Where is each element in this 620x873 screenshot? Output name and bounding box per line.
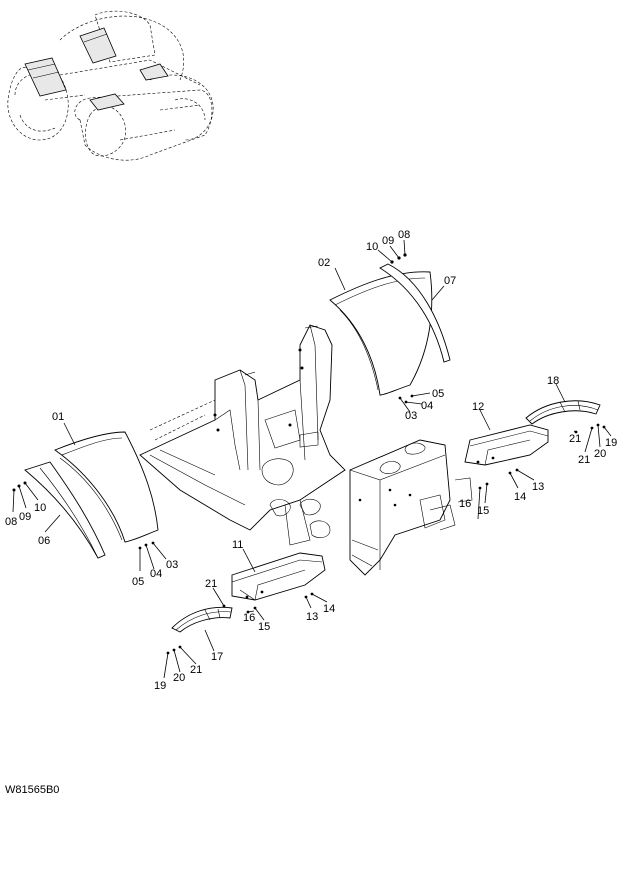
label-08-top: 08 [398,229,410,241]
label-21-guard18-a: 21 [569,433,581,445]
label-21-step11: 21 [205,578,217,590]
label-07: 07 [444,275,456,287]
label-16-step12: 16 [459,498,471,510]
step-11 [231,552,326,601]
label-09-top: 09 [382,235,394,247]
label-21-guard17: 21 [190,664,202,676]
label-15-step11: 15 [258,621,270,633]
label-11: 11 [232,539,243,551]
part-labels: 01 02 07 11 12 17 18 10 09 08 05 04 03 0… [5,229,617,692]
label-13-step12: 13 [532,481,544,493]
label-13-step11: 13 [306,611,318,623]
fender-02 [329,271,433,396]
label-19-guard18: 19 [605,437,617,449]
label-05-left: 05 [132,576,144,588]
guard-18 [525,400,601,425]
step-12 [464,424,549,466]
label-14-step11: 14 [323,603,335,615]
label-14-step12: 14 [514,491,526,503]
label-17: 17 [211,651,223,663]
label-04-left: 04 [150,568,162,580]
label-19-guard17: 19 [154,680,166,692]
label-20-guard17: 20 [173,672,185,684]
label-09-left: 09 [19,511,31,523]
label-15-step12: 15 [477,505,489,517]
label-06: 06 [38,535,50,547]
drawing-code: W81565B0 [5,784,59,796]
overview-thumbnail [7,10,214,161]
label-03-left: 03 [166,559,178,571]
guard-17 [171,606,233,633]
fender-01 [54,431,159,543]
label-12: 12 [472,401,484,413]
chassis-frame [139,324,346,546]
label-03-top: 03 [405,410,417,422]
label-04-top: 04 [421,400,433,412]
label-21-guard18-b: 21 [578,454,590,466]
leader-lines [12,239,612,679]
rear-frame [349,439,473,576]
label-10-left: 10 [34,502,46,514]
flap-07 [379,263,451,363]
flap-06 [24,461,106,559]
label-16-step11: 16 [243,612,255,624]
label-01: 01 [52,411,64,423]
label-08-left: 08 [5,516,17,528]
label-05-top: 05 [432,388,444,400]
label-20-guard18: 20 [594,448,606,460]
label-10-top: 10 [366,241,378,253]
label-02: 02 [318,257,330,269]
label-18: 18 [547,375,559,387]
